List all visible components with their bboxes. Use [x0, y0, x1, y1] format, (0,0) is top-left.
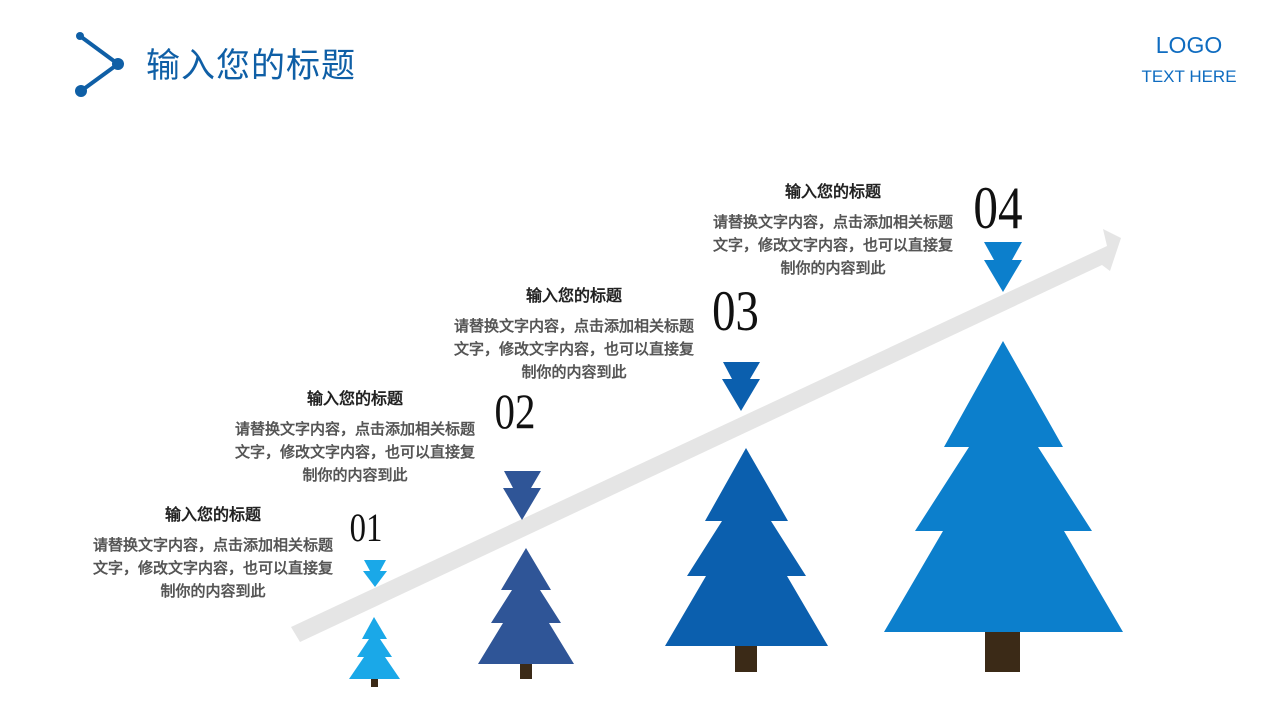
page-title: 输入您的标题	[146, 46, 356, 86]
tree-4-crown	[884, 341, 1123, 632]
step-1-heading: 输入您的标题	[164, 505, 261, 524]
tree-2-trunk	[520, 664, 532, 679]
tree-1-trunk	[371, 679, 378, 687]
down-arrow-3	[722, 362, 760, 411]
step-4-text: 输入您的标题 请替换文字内容，点击添加相关标题文字，修改文字内容，也可以直接复制…	[708, 181, 958, 280]
step-4-heading: 输入您的标题	[784, 182, 881, 201]
step-2-heading: 输入您的标题	[306, 389, 403, 408]
step-number-2: 02	[494, 383, 536, 439]
tree-2	[478, 548, 574, 679]
step-1-body: 请替换文字内容，点击添加相关标题文字，修改文字内容，也可以直接复制你的内容到此	[93, 536, 334, 600]
down-arrow-1	[363, 560, 387, 587]
logo-text: LOGO	[1155, 32, 1223, 58]
step-3-text: 输入您的标题 请替换文字内容，点击添加相关标题文字，修改文字内容，也可以直接复制…	[449, 285, 699, 384]
step-3-heading: 输入您的标题	[525, 286, 622, 305]
step-number-3: 03	[712, 280, 759, 343]
step-4-body: 请替换文字内容，点击添加相关标题文字，修改文字内容，也可以直接复制你的内容到此	[713, 213, 954, 277]
step-2-text: 输入您的标题 请替换文字内容，点击添加相关标题文字，修改文字内容，也可以直接复制…	[230, 388, 480, 487]
step-number-1: 01	[349, 505, 383, 550]
step-1-text: 输入您的标题 请替换文字内容，点击添加相关标题文字，修改文字内容，也可以直接复制…	[88, 504, 338, 603]
step-2-body: 请替换文字内容，点击添加相关标题文字，修改文字内容，也可以直接复制你的内容到此	[235, 420, 476, 484]
logo: LOGO TEXT HERE	[1130, 32, 1248, 87]
down-arrow-2	[503, 471, 541, 520]
tree-2-crown	[478, 548, 574, 664]
step-number-4: 04	[973, 175, 1023, 241]
tree-1-crown	[349, 617, 400, 679]
down-arrow-4	[984, 242, 1022, 292]
tree-1	[349, 617, 400, 687]
progress-arrow	[291, 229, 1121, 642]
tree-4-trunk	[985, 632, 1020, 672]
logo-subtext: TEXT HERE	[1141, 67, 1237, 86]
tree-3-trunk	[735, 646, 757, 672]
tree-4	[884, 341, 1123, 672]
tree-3	[665, 448, 828, 672]
step-3-body: 请替换文字内容，点击添加相关标题文字，修改文字内容，也可以直接复制你的内容到此	[454, 317, 695, 381]
tree-3-crown	[665, 448, 828, 646]
share-node-icon	[75, 32, 124, 97]
